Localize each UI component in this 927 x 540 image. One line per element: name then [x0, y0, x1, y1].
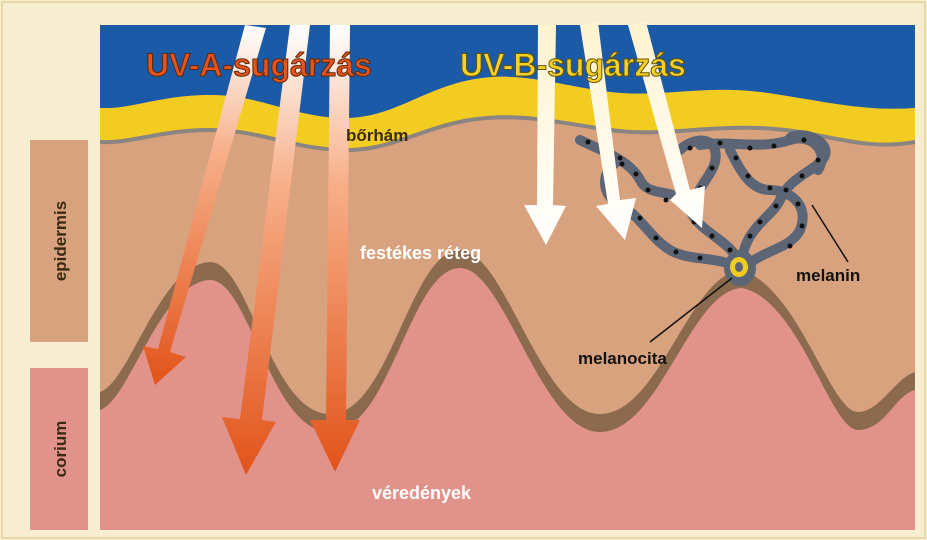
borham-label: bőrhám: [346, 126, 408, 145]
skin-cross-section: [100, 22, 915, 530]
veredenyek-label: véredények: [372, 483, 472, 503]
melanin-label: melanin: [796, 266, 860, 285]
uva-title: UV-A-sugárzás: [146, 47, 372, 83]
uvb-title: UV-B-sugárzás: [460, 47, 686, 83]
corium-side-label: corium: [51, 421, 70, 478]
festekes-reteg-label: festékes réteg: [360, 243, 481, 263]
melanocita-label: melanocita: [578, 349, 667, 368]
epidermis-side-label: epidermis: [51, 201, 70, 281]
